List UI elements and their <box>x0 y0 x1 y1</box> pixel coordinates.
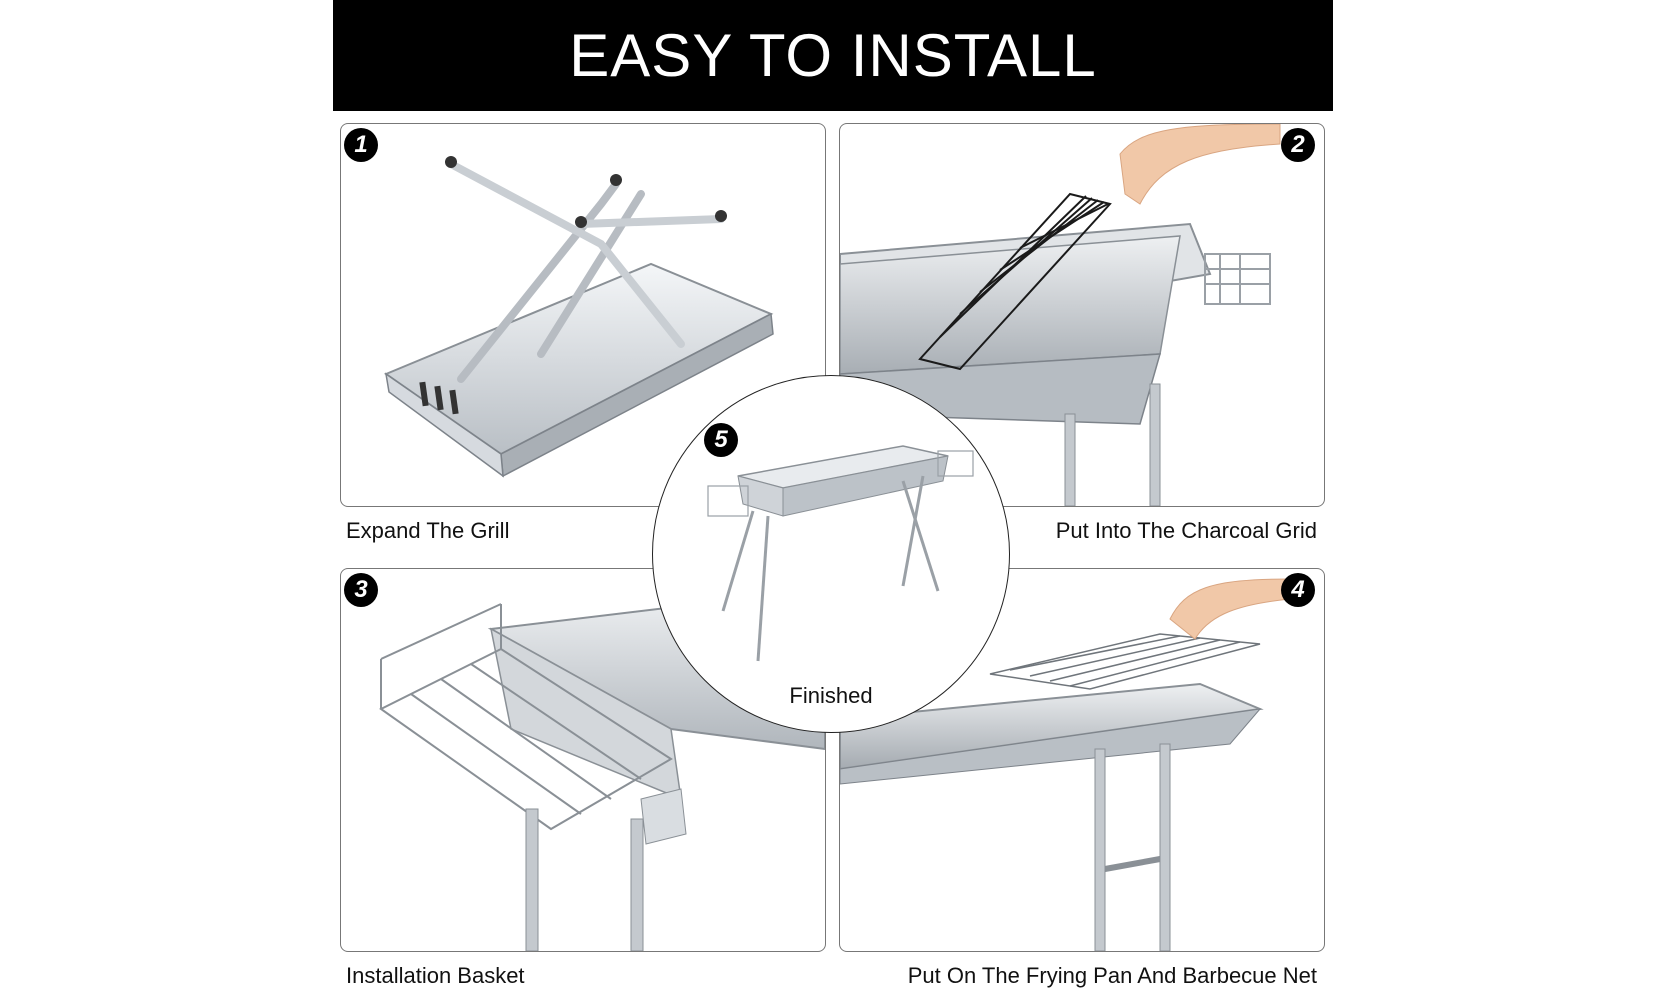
step-2-caption: Put Into The Charcoal Grid <box>1055 518 1317 543</box>
step-1-badge: 1 <box>344 128 378 162</box>
step-1-caption: Expand The Grill <box>346 518 510 543</box>
step-3-caption: Installation Basket <box>346 963 525 988</box>
step-3-badge: 3 <box>344 573 378 607</box>
finished-grill-icon <box>707 445 974 662</box>
title-banner: EASY TO INSTALL <box>333 0 1333 111</box>
step-1-panel <box>340 123 826 507</box>
step-5-badge: 5 <box>704 423 738 457</box>
banner-title: EASY TO INSTALL <box>569 22 1097 89</box>
step-2-badge: 2 <box>1281 128 1315 162</box>
step-4-caption: Put On The Frying Pan And Barbecue Net <box>907 963 1317 988</box>
folded-grill-icon <box>383 156 774 478</box>
step-4-panel <box>839 568 1325 952</box>
step-5-finished-circle: Finished <box>652 375 1010 733</box>
charcoal-grid-icon <box>840 124 1281 506</box>
step-4-badge: 4 <box>1281 573 1315 607</box>
step-5-caption: Finished <box>789 683 873 708</box>
barbecue-net-icon <box>840 578 1291 951</box>
